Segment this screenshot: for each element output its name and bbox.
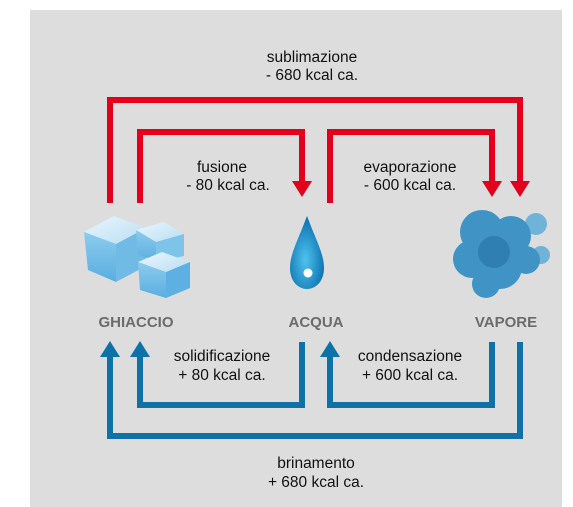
evaporazione-energy: - 600 kcal ca. — [364, 177, 456, 194]
state-label-ice: GHIACCIO — [99, 314, 174, 331]
arrow-solidificazione — [137, 342, 305, 408]
arrowhead-condensazione — [320, 341, 340, 357]
fusione-energy: - 80 kcal ca. — [186, 177, 270, 194]
fusione-name: fusione — [197, 159, 247, 176]
water-drop-icon — [290, 216, 324, 289]
arrow-brinamento — [107, 342, 523, 439]
condensazione-name: condensazione — [358, 348, 462, 365]
solidificazione-name: solidificazione — [174, 348, 271, 365]
vapor-cloud-icon — [453, 210, 550, 298]
arrowhead-solidificazione — [130, 341, 150, 357]
arrowhead-sublimazione — [510, 181, 530, 197]
state-label-vapor: VAPORE — [475, 314, 537, 331]
arrow-fusione — [137, 129, 305, 203]
sublimazione-name: sublimazione — [267, 49, 357, 66]
evaporazione-name: evaporazione — [363, 159, 456, 176]
state-label-water: ACQUA — [289, 314, 344, 331]
solidificazione-energy: + 80 kcal ca. — [178, 367, 265, 384]
condensazione-energy: + 600 kcal ca. — [362, 367, 458, 384]
arrowhead-evaporazione — [482, 181, 502, 197]
brinamento-name: brinamento — [277, 455, 355, 472]
arrow-condensazione — [327, 342, 495, 408]
arrow-evaporazione — [327, 129, 495, 203]
ice-cubes-icon — [84, 216, 190, 298]
arrowhead-fusione — [292, 181, 312, 197]
arrowhead-brinamento — [100, 341, 120, 357]
brinamento-energy: + 680 kcal ca. — [268, 474, 364, 491]
arrow-sublimazione — [107, 97, 523, 203]
sublimazione-energy: - 680 kcal ca. — [266, 67, 358, 84]
